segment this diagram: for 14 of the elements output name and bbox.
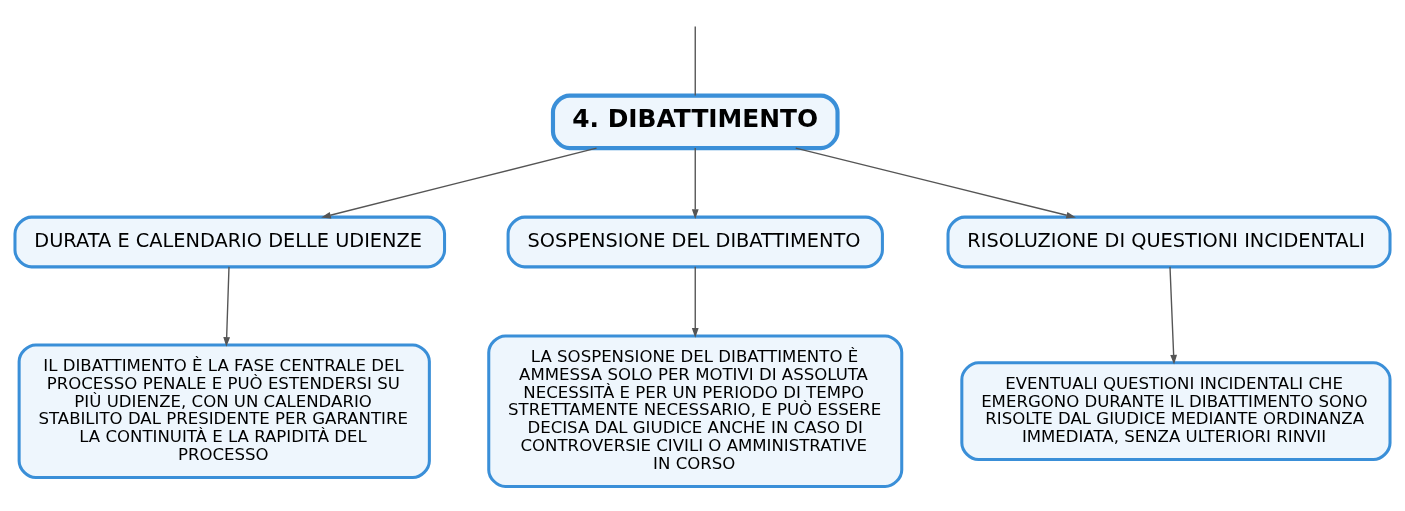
connector bbox=[694, 25, 696, 96]
arrow bbox=[795, 146, 1076, 218]
node-box: DURATA E CALENDARIO DELLE UDIENZE bbox=[13, 215, 447, 268]
arrow bbox=[691, 146, 699, 219]
node-box: SOSPENSIONE DEL DIBATTIMENTO bbox=[506, 215, 884, 268]
arrow bbox=[1169, 265, 1178, 365]
node-box: EVENTUALI QUESTIONI INCIDENTALI CHE EMERGONO DURANTE IL DIBATTIMENTO SONO RISOLTE DAL GIUDICE MEDIANTE ORDINANZA IMMEDIATA, SENZA ULTERIORI RINVII bbox=[960, 360, 1392, 461]
node-box: RISOLUZIONE DI QUESTIONI INCIDENTALI bbox=[946, 215, 1392, 268]
node-box: IL DIBATTIMENTO È LA FASE CENTRALE DEL PROCESSO PENALE E PUÒ ESTENDERSI SU PIÙ UDIENZE, CON UN CALENDARIO STABILITO DAL PRESIDENTE PER GARANTIRE LA CONTINUITÀ E LA RAPIDITÀ DEL PROCESSO bbox=[17, 342, 431, 479]
node-box: 4. DIBATTIMENTO bbox=[550, 93, 840, 150]
arrow bbox=[321, 146, 598, 218]
arrow bbox=[691, 265, 699, 338]
node-box: LA SOSPENSIONE DEL DIBATTIMENTO È AMMESSA SOLO PER MOTIVI DI ASSOLUTA NECESSITÀ E PER UN PERIODO DI TEMPO STRETTAMENTE NECESSARIO, E PUÒ ESSERE DECISA DAL GIUDICE ANCHE IN CASO DI CONTROVERSIE CIVILI O AMMINISTRATIVE IN CORSO bbox=[487, 333, 904, 488]
arrow bbox=[223, 265, 231, 347]
